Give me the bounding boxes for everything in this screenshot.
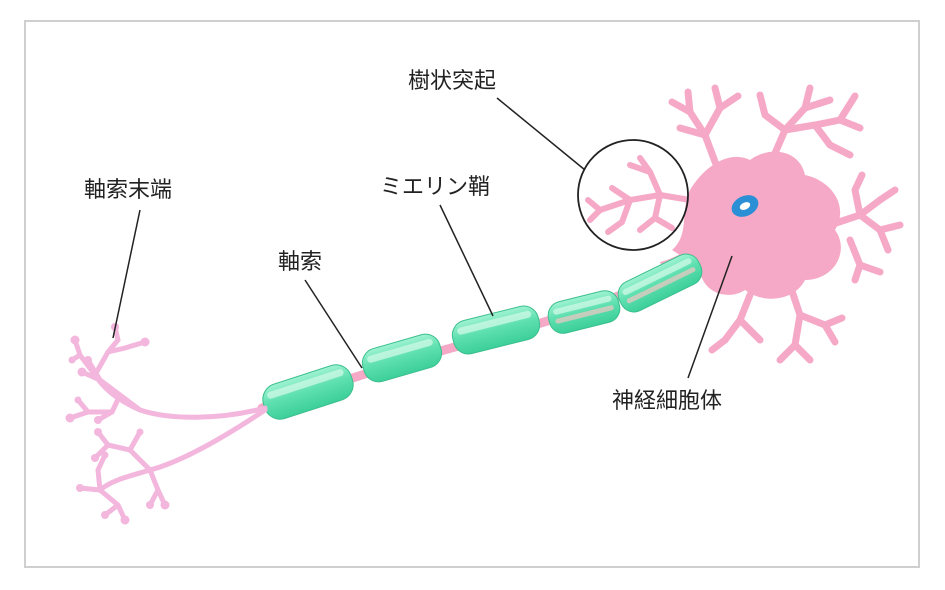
dendrites: [668, 84, 904, 364]
callout-lines: [112, 97, 733, 379]
dendrite-label: 樹状突起: [408, 69, 496, 94]
dendrite-branch-detail: [585, 155, 693, 235]
myelin-segment: [547, 290, 621, 334]
dendrite-callout-line: [496, 97, 586, 171]
myelin-callout-line: [439, 204, 494, 317]
axon-terminal: [67, 324, 268, 523]
myelin-segment: [617, 253, 703, 313]
myelin-segment: [361, 333, 443, 383]
axon-label: 軸索: [278, 250, 322, 275]
cell-body-callout-line: [687, 255, 733, 379]
myelin-segment: [451, 305, 541, 355]
cell-body-label: 神経細胞体: [612, 389, 722, 414]
myelin-segment: [262, 364, 354, 420]
dendrite-callout-circle: [577, 139, 689, 251]
axon-terminal-callout-line: [112, 209, 141, 339]
axon-terminal-label: 軸索末端: [84, 178, 172, 203]
myelin-sheath: [262, 253, 703, 420]
soma-shape: [672, 151, 841, 299]
nucleolus: [739, 202, 751, 210]
axon-terminal-buttons: [65, 323, 170, 525]
axon-callout-line: [304, 279, 363, 369]
myelin-sheath-label: ミエリン鞘: [380, 175, 490, 200]
